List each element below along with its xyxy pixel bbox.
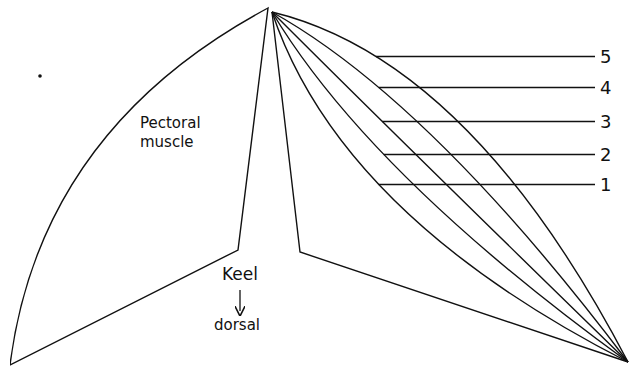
leader-line bbox=[376, 56, 595, 57]
part-name: Keel bbox=[222, 264, 258, 284]
direction-label: dorsal bbox=[214, 316, 260, 334]
muscle-outline bbox=[10, 6, 272, 368]
layer-curve bbox=[272, 12, 628, 362]
leader-line bbox=[384, 154, 595, 155]
layer-curve bbox=[272, 12, 628, 362]
callout-number: 3 bbox=[600, 111, 611, 132]
leader-line bbox=[379, 184, 595, 185]
keel-edge bbox=[272, 12, 628, 362]
leader-line bbox=[382, 121, 595, 122]
layer-curve bbox=[272, 12, 628, 362]
callout-number: 4 bbox=[600, 77, 611, 98]
region-label: Pectoral muscle bbox=[140, 114, 214, 152]
layer-curve bbox=[272, 12, 628, 362]
stray-dot bbox=[38, 74, 42, 78]
layer-curve bbox=[272, 12, 628, 362]
callout-number: 5 bbox=[600, 46, 611, 67]
muscle-region: Pectoral muscle bbox=[10, 6, 272, 368]
callout-number: 2 bbox=[600, 144, 611, 165]
callout-number: 1 bbox=[600, 174, 611, 195]
leader-line bbox=[379, 87, 595, 88]
direction-arrow bbox=[239, 290, 240, 311]
